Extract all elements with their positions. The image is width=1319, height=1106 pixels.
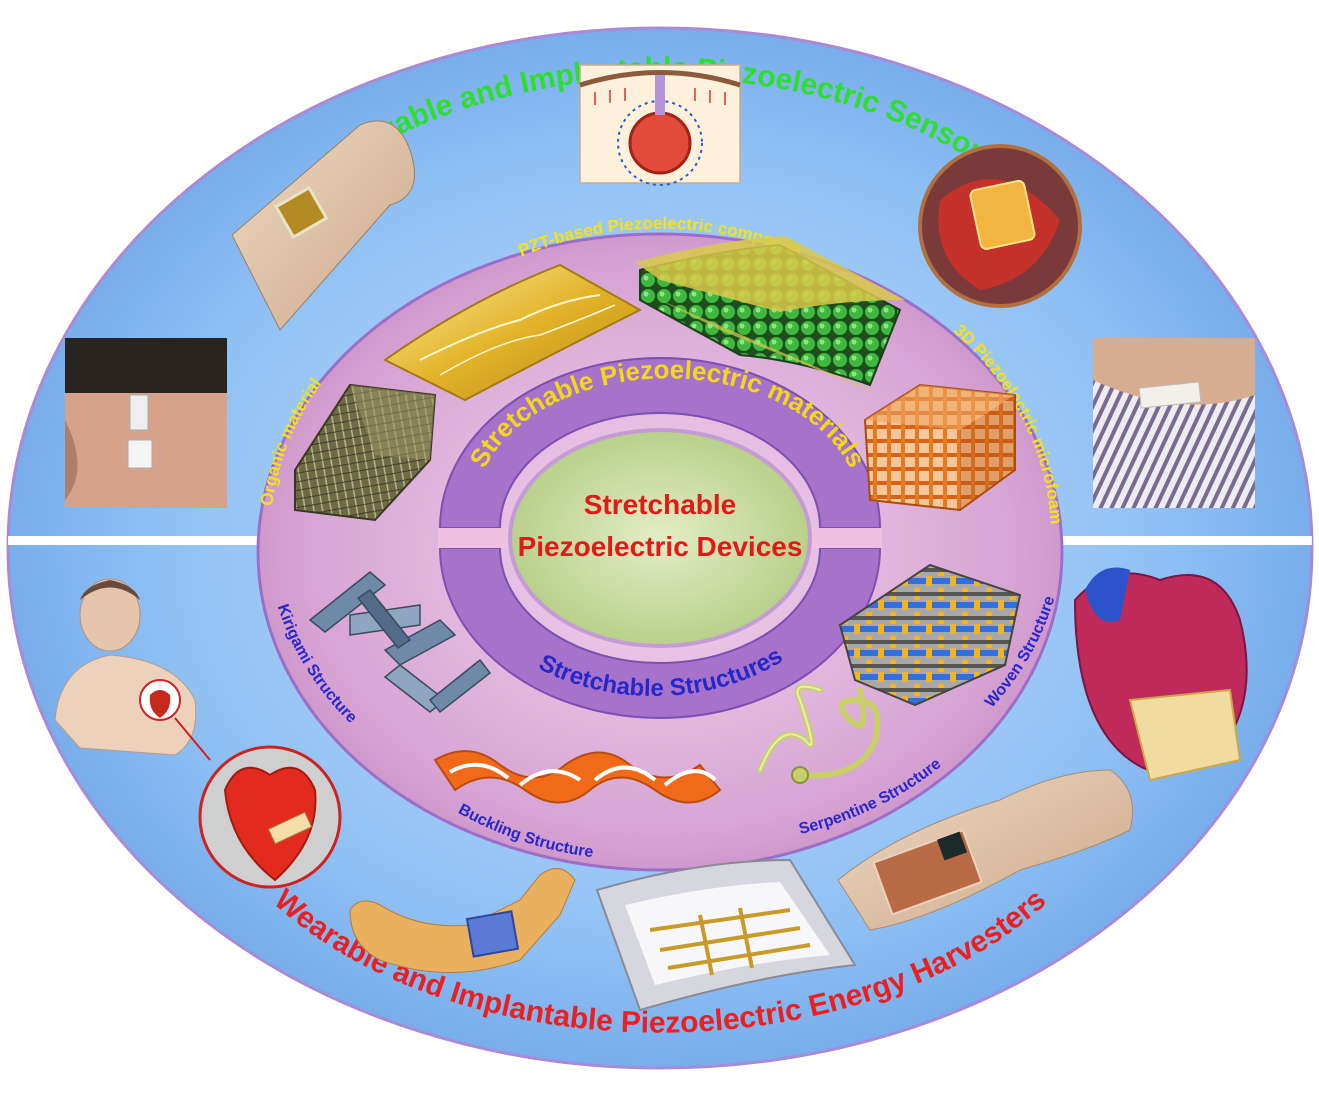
center-title-line1: Stretchable bbox=[584, 489, 737, 520]
organic-fiber-illustration bbox=[294, 383, 437, 522]
center-title-line2: Piezoelectric Devices bbox=[518, 531, 803, 562]
wrist-harvester-photo bbox=[837, 769, 1133, 931]
buckling-illustration bbox=[433, 750, 722, 804]
heart-harvester-photo bbox=[1073, 567, 1248, 782]
neck-sensor-photo bbox=[1093, 338, 1255, 508]
serpentine-illustration bbox=[757, 683, 881, 784]
kirigami-illustration bbox=[308, 571, 492, 714]
face-sensor-photo bbox=[65, 338, 227, 508]
microfoam-illustration bbox=[863, 383, 1016, 512]
arm-band-photo bbox=[349, 868, 576, 973]
materials-ring bbox=[438, 357, 882, 529]
flexible-harvester-photo bbox=[595, 858, 857, 1012]
implanted-heart-zoom bbox=[174, 717, 342, 889]
pzt-film-illustration bbox=[383, 263, 643, 402]
implant-sensor-photo bbox=[918, 144, 1082, 308]
composite-illustration bbox=[635, 236, 905, 395]
woven-illustration bbox=[838, 563, 1022, 707]
pulse-sensor-schematic bbox=[579, 64, 741, 186]
wrist-sensor-photo bbox=[231, 120, 415, 331]
structures-ring bbox=[438, 547, 882, 719]
human-body-model bbox=[54, 578, 197, 756]
center-ellipse bbox=[508, 428, 812, 648]
